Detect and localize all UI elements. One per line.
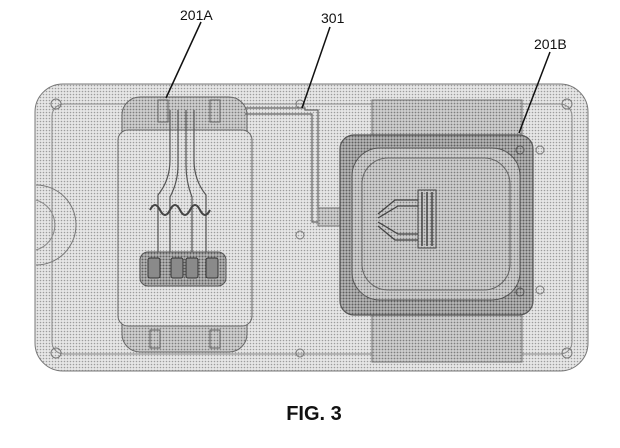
module-201b	[339, 99, 534, 363]
label-201a: 201A	[180, 7, 213, 23]
figure-caption: FIG. 3	[286, 403, 342, 425]
label-301: 301	[321, 10, 345, 26]
label-201b: 201B	[534, 36, 567, 52]
module-201a	[117, 96, 253, 353]
leader-lines	[165, 21, 551, 134]
